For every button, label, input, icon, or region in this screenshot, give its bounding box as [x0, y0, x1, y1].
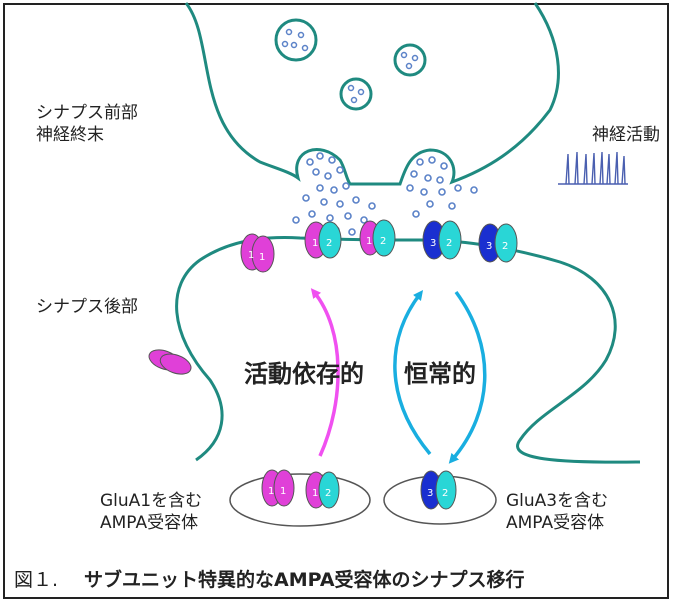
svg-text:3: 3	[427, 488, 433, 499]
activity-dependent-label: 活動依存的	[244, 360, 364, 388]
presynaptic-label-line2: 神経終末	[36, 125, 104, 145]
glua3-label-line2: AMPA受容体	[506, 513, 605, 533]
figure-caption: 図１. サブユニット特異的なAMPA受容体のシナプス移行	[14, 565, 525, 592]
svg-text:2: 2	[380, 236, 386, 247]
svg-text:1: 1	[280, 486, 286, 497]
postsynaptic-label: シナプス後部	[36, 297, 138, 317]
svg-text:2: 2	[325, 488, 331, 499]
receptor-glua1-glua2-synaptic-2: 1 2	[359, 219, 396, 257]
receptor-glua3-glua2-synaptic-2: 3 2	[478, 223, 518, 263]
svg-text:2: 2	[326, 238, 332, 249]
figure-frame	[3, 3, 669, 599]
receptor-glua3-glua2-pool: 3 2	[420, 470, 457, 510]
receptor-glua1-glua2-synaptic-1: 1 2	[304, 221, 342, 259]
neural-activity-label: 神経活動	[592, 125, 660, 145]
svg-text:1: 1	[259, 252, 265, 263]
svg-text:1: 1	[366, 236, 372, 247]
homeostatic-label: 恒常的	[404, 360, 476, 388]
synaptic-vesicle-2	[393, 43, 427, 77]
receptor-glua1-lateral	[148, 349, 192, 375]
glua1-vesicle-pool	[229, 473, 371, 527]
svg-text:2: 2	[502, 241, 508, 252]
synaptic-vesicle-3	[339, 77, 373, 111]
receptor-glua1-homomer-pool: 1 1	[261, 469, 295, 507]
synaptic-vesicle-1	[274, 18, 318, 62]
svg-text:1: 1	[312, 238, 318, 249]
figure-title: サブユニット特異的なAMPA受容体のシナプス移行	[84, 569, 525, 591]
homeostatic-removal-arrow	[448, 290, 487, 464]
presynaptic-terminal	[184, 2, 560, 186]
figure-number: 図１.	[14, 569, 59, 591]
glua3-label-line1: GluA3を含む	[506, 491, 609, 511]
svg-text:2: 2	[442, 488, 448, 499]
glua1-label-line1: GluA1を含む	[100, 491, 203, 511]
glua1-label-line2: AMPA受容体	[100, 513, 199, 533]
svg-text:3: 3	[430, 238, 436, 249]
neural-activity-trace	[558, 151, 628, 185]
activity-dependent-arrow	[310, 288, 340, 457]
homeostatic-insertion-arrow	[393, 290, 432, 456]
neurotransmitter-release	[292, 152, 478, 236]
postsynaptic-membrane	[175, 236, 641, 464]
svg-text:2: 2	[446, 238, 452, 249]
svg-text:1: 1	[268, 486, 274, 497]
svg-text:1: 1	[248, 250, 254, 261]
receptor-glua3-glua2-synaptic-1: 3 2	[422, 220, 462, 260]
receptor-glua1-glua2-pool: 1 2	[305, 471, 340, 509]
svg-text:1: 1	[312, 488, 318, 499]
svg-text:3: 3	[486, 241, 492, 252]
receptor-glua1-homomer: 1 1	[240, 233, 275, 273]
presynaptic-label-line1: シナプス前部	[36, 103, 138, 123]
